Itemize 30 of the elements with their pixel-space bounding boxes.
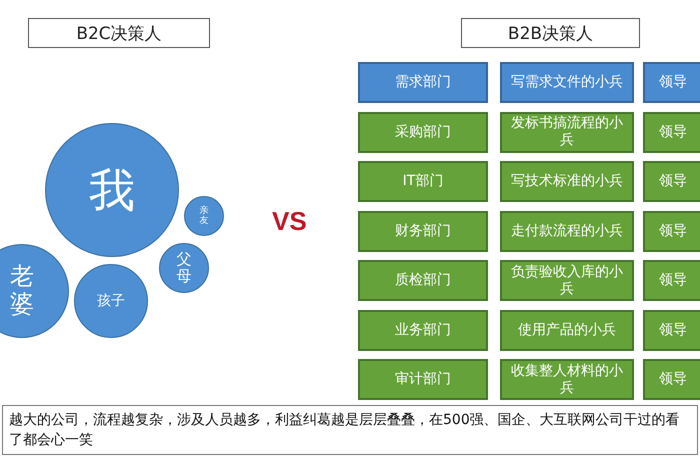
table-cell: 业务部门 <box>358 310 488 350</box>
table-cell: 采购部门 <box>358 112 488 152</box>
note-box: 越大的公司，流程越复杂，涉及人员越多，利益纠葛越是层层叠叠，在500强、国企、大互联网公司干过的看了都会心一笑 <box>2 405 698 455</box>
circle: 亲友 <box>184 196 224 236</box>
title-box: B2C决策人 <box>28 18 210 48</box>
table-cell: 发标书搞流程的小兵 <box>500 112 634 152</box>
circle: 我 <box>45 123 179 257</box>
table-cell: 领导 <box>643 359 700 400</box>
table-cell: 质检部门 <box>358 260 488 301</box>
table-cell: 走付款流程的小兵 <box>500 210 634 252</box>
circle: 老婆 <box>0 244 69 338</box>
table-cell: 写需求文件的小兵 <box>500 62 634 103</box>
table-cell: 领导 <box>643 260 700 301</box>
table-cell: 使用产品的小兵 <box>500 310 634 350</box>
table-cell: 负责验收入库的小兵 <box>500 260 634 301</box>
table-cell: 写技术标准的小兵 <box>500 161 634 202</box>
table-cell: IT部门 <box>358 161 488 202</box>
vs-label: VS <box>272 206 307 237</box>
table-cell: 需求部门 <box>358 62 488 103</box>
title-box: B2B决策人 <box>461 18 640 48</box>
table-cell: 审计部门 <box>358 359 488 400</box>
table-cell: 领导 <box>643 112 700 152</box>
table-cell: 领导 <box>643 62 700 103</box>
circle: 孩子 <box>74 264 148 338</box>
table-cell: 领导 <box>643 310 700 350</box>
table-cell: 财务部门 <box>358 210 488 252</box>
circle: 父母 <box>159 243 209 293</box>
table-cell: 领导 <box>643 210 700 252</box>
table-cell: 领导 <box>643 161 700 202</box>
table-cell: 收集整人材料的小兵 <box>500 359 634 400</box>
